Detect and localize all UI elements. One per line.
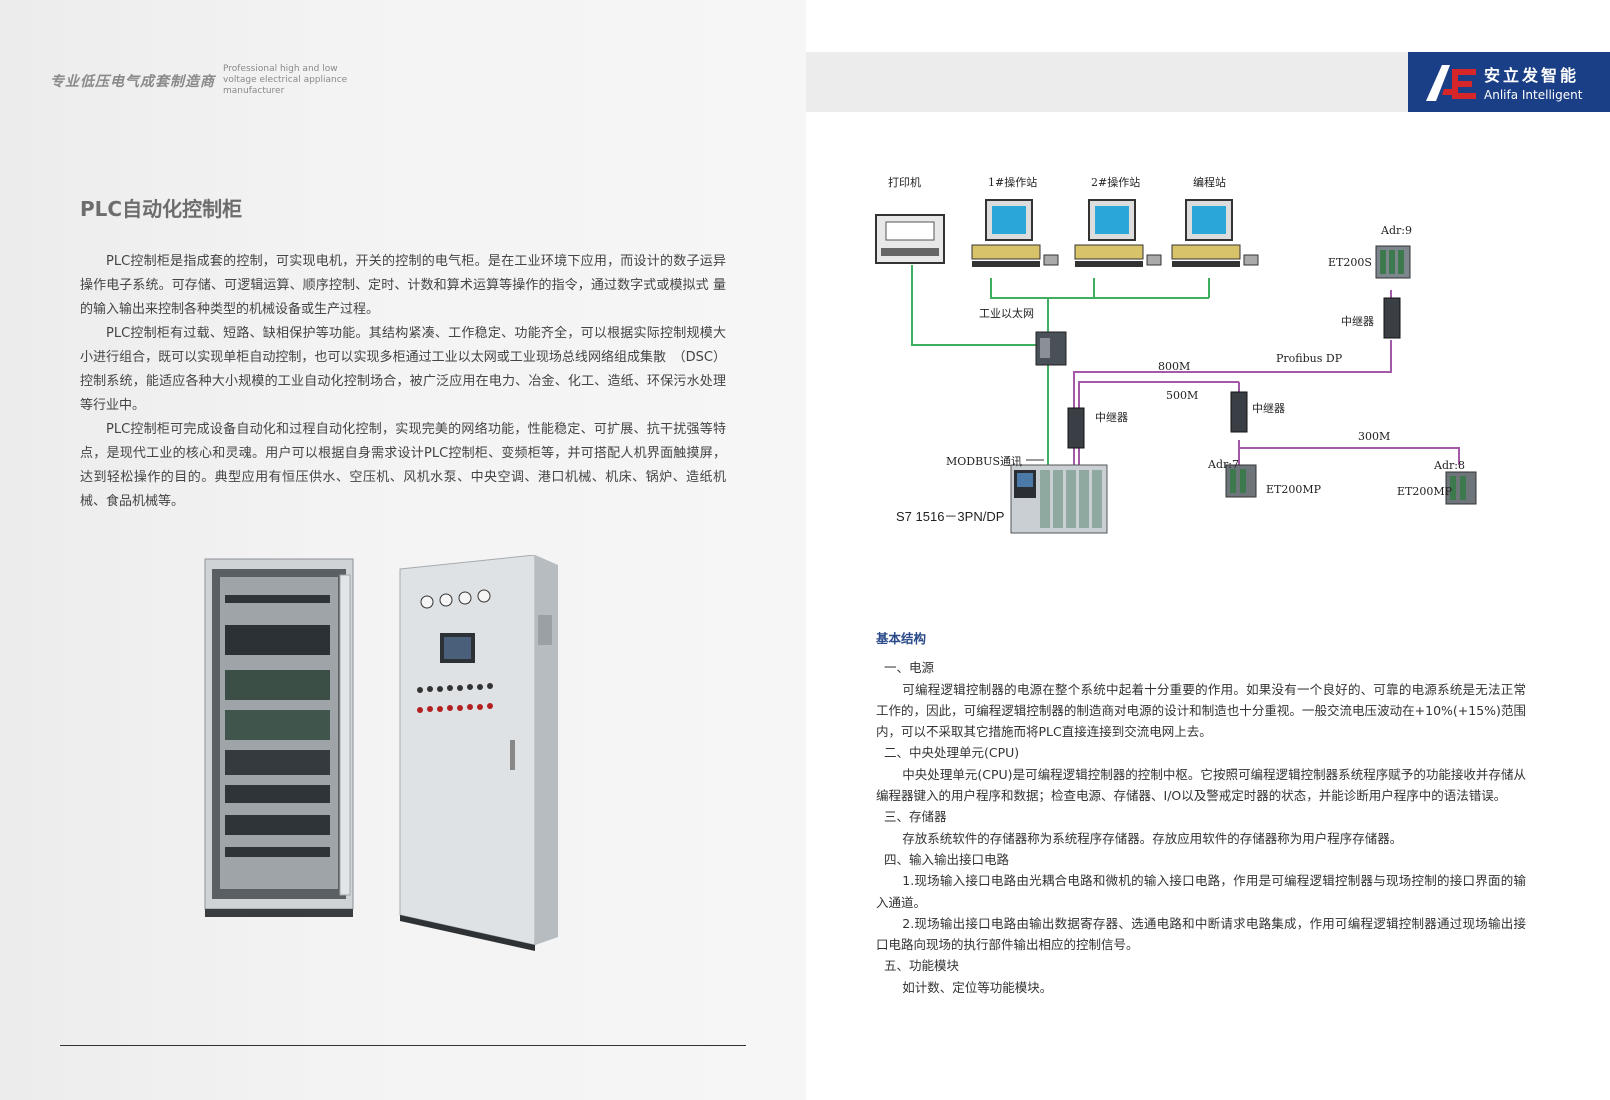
page-title: PLC自动化控制柜: [80, 197, 243, 221]
ethernet-lines: [911, 265, 1210, 465]
structure-heading: 基本结构: [876, 631, 927, 646]
structure-paragraph: 2.现场输出接口电路由输出数据寄存器、选通电路和中断请求电路集成，作用可编程逻辑…: [876, 915, 1526, 953]
label-repeater-1: 中继器: [1341, 315, 1374, 328]
bottom-rule: [60, 1045, 746, 1046]
repeater-1-icon: [1383, 297, 1401, 339]
label-adr9: Adr:9: [1380, 224, 1412, 237]
programming-station-icon: [1171, 199, 1259, 267]
ethernet-switch-icon: [1035, 331, 1067, 366]
et200mp-module-1-icon: [1225, 464, 1257, 498]
structure-section: 基本结构 一、电源 可编程逻辑控制器的电源在整个系统中起着十分重要的作用。如果没…: [876, 628, 1526, 998]
label-800m: 800M: [1158, 360, 1190, 373]
label-et200mp-2: ET200MP: [1397, 485, 1453, 498]
open-cabinet-image: [204, 558, 354, 917]
logo-text: 安立发智能 Anlifa Intelligent: [1484, 62, 1582, 102]
structure-subheading: 五、功能模块: [884, 958, 960, 974]
label-et200s: ET200S: [1328, 256, 1372, 269]
tagline-en: Professional high and low voltage electr…: [223, 64, 348, 96]
repeater-3-icon: [1230, 391, 1248, 433]
plc-rack-icon: [1010, 464, 1108, 534]
logo-en: Anlifa Intelligent: [1484, 88, 1583, 102]
label-300m: 300M: [1358, 430, 1390, 443]
printer-icon: [875, 214, 945, 264]
label-station2: 2#操作站: [1091, 175, 1140, 189]
label-repeater-3: 中继器: [1252, 402, 1285, 415]
label-modbus: MODBUS通讯: [946, 455, 1022, 468]
label-ethernet: 工业以太网: [979, 307, 1034, 320]
left-page: 专业低压电气成套制造商 Professional high and low vo…: [0, 0, 806, 1100]
intro-paragraph: PLC控制柜可完成设备自动化和过程自动化控制，实现完美的网络功能，性能稳定、可扩…: [80, 422, 726, 509]
logo-banner: 安立发智能 Anlifa Intelligent: [1408, 52, 1610, 112]
intro-paragraph: PLC控制柜有过载、短路、缺相保护等功能。其结构紧凑、工作稳定、功能齐全，可以根…: [80, 326, 726, 413]
cabinet-photo: [190, 554, 590, 975]
label-printer: 打印机: [888, 175, 921, 189]
label-500m: 500M: [1166, 389, 1198, 402]
logo-mark-icon: [1426, 65, 1476, 101]
network-diagram: 打印机 1#操作站 2#操作站 编程站 工业以太网 Adr:9 ET200S 中…: [866, 160, 1586, 560]
workstation-2-icon: [1074, 199, 1162, 267]
label-station1: 1#操作站: [988, 175, 1037, 189]
label-plc-model: S7 1516－3PN/DP: [896, 509, 1004, 524]
intro-text: PLC控制柜是指成套的控制，可实现电机，开关的控制的电气柜。是在工业环境下应用，…: [80, 250, 726, 514]
et200s-module-icon: [1375, 245, 1411, 279]
label-adr8: Adr:8: [1433, 459, 1465, 472]
label-prog-station: 编程站: [1193, 175, 1226, 189]
structure-subheading: 四、输入输出接口电路: [884, 851, 1010, 867]
label-adr7: Adr:7: [1207, 458, 1239, 471]
label-et200mp-1: ET200MP: [1266, 483, 1322, 496]
structure-paragraph: 可编程逻辑控制器的电源在整个系统中起着十分重要的作用。如果没有一个良好的、可靠的…: [876, 681, 1526, 740]
structure-subheading: 二、中央处理单元(CPU): [884, 745, 1020, 761]
tagline-cn: 专业低压电气成套制造商: [50, 73, 215, 90]
et200mp-module-2-icon: [1445, 471, 1477, 505]
closed-cabinet-image: [399, 554, 558, 951]
structure-paragraph: 如计数、定位等功能模块。: [902, 979, 1053, 995]
intro-paragraph: PLC控制柜是指成套的控制，可实现电机，开关的控制的电气柜。是在工业环境下应用，…: [80, 254, 726, 317]
tagline: 专业低压电气成套制造商 Professional high and low vo…: [50, 64, 363, 97]
structure-paragraph: 1.现场输入接口电路由光耦合电路和微机的输入接口电路，作用是可编程逻辑控制器与现…: [876, 873, 1526, 910]
label-profibus: Profibus DP: [1276, 352, 1343, 365]
right-page: 安立发智能 Anlifa Intelligent: [806, 0, 1610, 1100]
logo-cn: 安立发智能: [1484, 66, 1580, 85]
structure-paragraph: 存放系统软件的存储器称为系统程序存储器。存放应用软件的存储器称为用户程序存储器。: [902, 830, 1403, 846]
structure-paragraph: 中央处理单元(CPU)是可编程逻辑控制器的控制中枢。它按照可编程逻辑控制器系统程…: [876, 766, 1526, 804]
structure-subheading: 三、存储器: [884, 809, 947, 825]
workstation-1-icon: [971, 199, 1059, 267]
profibus-lines: [1073, 290, 1460, 465]
structure-subheading: 一、电源: [884, 660, 935, 676]
repeater-2-icon: [1067, 407, 1085, 449]
label-repeater-2: 中继器: [1095, 411, 1128, 424]
